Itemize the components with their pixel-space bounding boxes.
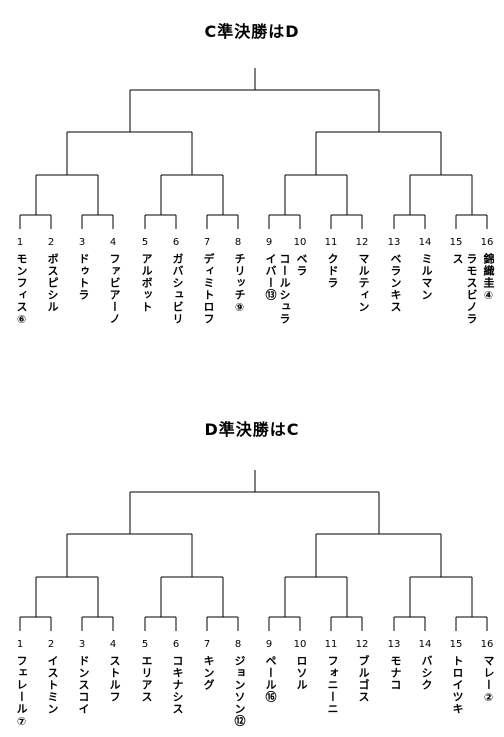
player-name: ガバシュビリ <box>171 253 184 325</box>
seed-number: 14 <box>418 639 432 650</box>
player-name: ディミトロフ <box>202 253 215 325</box>
seed-number: 15 <box>449 639 463 650</box>
player-name: アルボット <box>140 253 153 313</box>
bracket: 1 フェレール⑦ 2 イストミン 3 ドンスコイ 4 ストルフ 5 エリアス 6 コキナシス 7 キング 8… <box>0 470 504 730</box>
seed-number: 4 <box>109 639 117 650</box>
seed-number: 9 <box>265 639 273 650</box>
seed-number: 16 <box>480 237 494 248</box>
seed-number: 1 <box>16 639 24 650</box>
player-name: チリッチ⑨ <box>233 253 246 315</box>
player-name: マルティン <box>357 253 370 313</box>
seed-number: 3 <box>78 237 86 248</box>
seed-number: 15 <box>449 237 463 248</box>
seed-number: 5 <box>141 639 149 650</box>
player-name: ラモスビノラス <box>451 253 478 325</box>
seed-number: 11 <box>324 237 338 248</box>
seed-number: 2 <box>47 639 55 650</box>
player-name: フォニーニ <box>326 655 339 715</box>
seed-number: 10 <box>293 237 307 248</box>
player-name: エリアス <box>140 655 153 703</box>
seed-number: 12 <box>355 237 369 248</box>
player-name: トロイツキ <box>451 655 464 715</box>
player-name: フェレール⑦ <box>15 655 28 729</box>
player-name: ブルゴス <box>357 655 370 703</box>
seed-number: 7 <box>203 237 211 248</box>
player-name: ミルマン <box>420 253 433 301</box>
player-name: ベランキス <box>389 253 402 313</box>
player-name: ストルフ <box>108 655 121 703</box>
bracket-lines <box>19 68 488 229</box>
seed-number: 9 <box>265 237 273 248</box>
seed-number: 12 <box>355 639 369 650</box>
seed-number: 4 <box>109 237 117 248</box>
player-name: バシク <box>420 655 433 691</box>
bracket-title: C準決勝はD <box>204 22 300 41</box>
player-name: ボスピシル <box>46 253 59 313</box>
bracket-lines <box>19 470 488 631</box>
seed-number: 13 <box>387 237 401 248</box>
bracket: 1 モンフィス⑥ 2 ボスピシル 3 ドゥトラ 4 ファビアーノ 5 アルボット 6 ガバシュビリ 7 デ… <box>0 68 504 328</box>
bracket-title: D準決勝はC <box>204 420 300 439</box>
player-name: モンフィス⑥ <box>15 253 28 327</box>
seed-number: 13 <box>387 639 401 650</box>
player-name: ドゥトラ <box>77 253 90 301</box>
player-name: キング <box>202 655 215 691</box>
seed-number: 8 <box>234 639 242 650</box>
player-name: マレー② <box>482 655 495 705</box>
player-name: イストミン <box>46 655 59 715</box>
player-name: ベラ <box>295 253 308 277</box>
seed-number: 1 <box>16 237 24 248</box>
player-name: ロソル <box>295 655 308 691</box>
player-name: コールシュライバー⑬ <box>264 253 291 325</box>
seed-number: 5 <box>141 237 149 248</box>
player-name: ファビアーノ <box>108 253 121 325</box>
seed-number: 11 <box>324 639 338 650</box>
player-name: ジョンソン⑫ <box>233 655 246 727</box>
player-name: モナコ <box>389 655 402 691</box>
seed-number: 6 <box>172 639 180 650</box>
player-name: ドンスコイ <box>77 655 90 715</box>
player-name: ペール⑯ <box>264 655 277 703</box>
seed-number: 3 <box>78 639 86 650</box>
seed-number: 14 <box>418 237 432 248</box>
seed-number: 7 <box>203 639 211 650</box>
player-name: クドラ <box>326 253 339 289</box>
player-name: 錦織圭④ <box>482 253 495 303</box>
seed-number: 2 <box>47 237 55 248</box>
player-name: コキナシス <box>171 655 184 715</box>
seed-number: 16 <box>480 639 494 650</box>
seed-number: 6 <box>172 237 180 248</box>
seed-number: 8 <box>234 237 242 248</box>
seed-number: 10 <box>293 639 307 650</box>
